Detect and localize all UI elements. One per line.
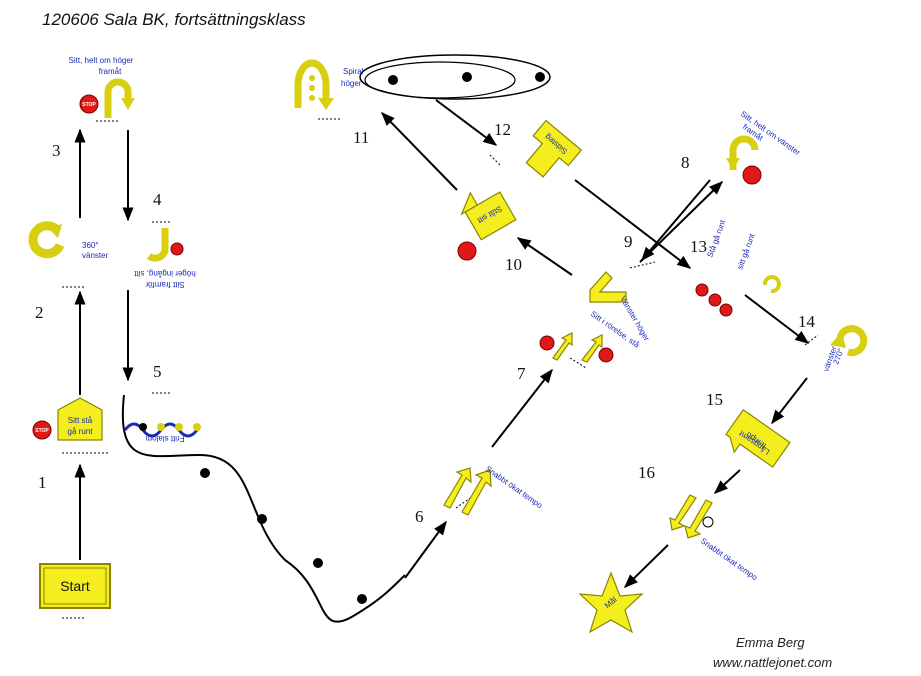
route-arrows — [74, 99, 810, 623]
website-url: www.nattlejonet.com — [713, 655, 832, 670]
station-3-sign: Sitt, helt om höger framåt STOP — [69, 56, 135, 118]
svg-text:Spiral: Spiral — [343, 67, 364, 76]
route-arrow — [381, 111, 458, 191]
stop-icon — [170, 242, 184, 256]
svg-text:360°: 360° — [82, 241, 99, 250]
stop-icon: STOP — [79, 94, 99, 114]
station-8-sign: Sitt, helt om vänster framåt — [726, 109, 802, 185]
route-arrow — [771, 377, 808, 425]
station-1-sign: Sitt stå gå runt STOP — [32, 397, 103, 441]
svg-text:Snabbt ökat tempo: Snabbt ökat tempo — [699, 536, 760, 582]
stop-icon — [708, 293, 722, 307]
course-title: 120606 Sala BK, fortsättningsklass — [42, 10, 306, 29]
station-number: 9 — [624, 232, 633, 251]
cone — [357, 594, 367, 604]
route-arrow — [744, 294, 810, 344]
station-number: 15 — [706, 390, 723, 409]
svg-text:vänster: vänster — [82, 251, 109, 260]
svg-text:höger ingång, sitt: höger ingång, sitt — [134, 269, 196, 278]
rotate-icon — [836, 325, 868, 357]
stop-icon — [457, 241, 477, 261]
stop-icon: STOP — [32, 420, 52, 440]
spiral-cones — [359, 54, 551, 100]
station-number: 7 — [517, 364, 526, 383]
route-arrow — [713, 469, 741, 494]
station-number: 10 — [505, 255, 522, 274]
station-15-sign: Långsamt tempo — [725, 408, 791, 468]
stop-icon — [719, 303, 733, 317]
slalom-path — [121, 394, 406, 623]
u-turn-icon — [146, 228, 169, 262]
u-turn-icon — [104, 78, 132, 118]
svg-text:Sitt stå: Sitt stå — [68, 416, 93, 425]
svg-text:gå runt: gå runt — [68, 427, 94, 436]
svg-text:Fritt slalom: Fritt slalom — [145, 434, 184, 443]
station-16-sign: Snabbt ökat tempo — [669, 494, 760, 582]
route-arrow — [404, 520, 447, 579]
start-sign: Start — [39, 563, 111, 609]
station-13-sign: Stå gå runt sitt gå runt — [695, 218, 781, 317]
start-label: Start — [60, 578, 90, 594]
station-number: 4 — [153, 190, 162, 209]
station-11-sign: Spiral höger — [294, 59, 364, 110]
station-4-sign: Sitt framför höger ingång, sitt — [134, 228, 196, 289]
station-number: 5 — [153, 362, 162, 381]
station-number: 6 — [415, 507, 424, 526]
svg-text:sitt gå runt: sitt gå runt — [735, 232, 756, 271]
svg-text:Snabbt ökat tempo: Snabbt ökat tempo — [484, 464, 545, 510]
cone — [257, 514, 267, 524]
svg-text:höger: höger — [341, 79, 362, 88]
station-number: 3 — [52, 141, 61, 160]
svg-text:STOP: STOP — [82, 102, 96, 108]
stop-icon — [695, 283, 709, 297]
cone — [200, 468, 210, 478]
station-number: 2 — [35, 303, 44, 322]
finish-sign: Mål — [578, 571, 644, 634]
stop-icon — [742, 165, 762, 185]
station-numbers: 1 2 3 4 5 6 7 8 9 10 11 12 13 14 15 16 — [35, 120, 816, 526]
route-arrow — [623, 544, 669, 588]
station-number: 1 — [38, 473, 47, 492]
cone — [313, 558, 323, 568]
route-arrow — [574, 179, 692, 269]
station-2-sign: 360° vänster — [28, 221, 109, 260]
svg-text:STOP: STOP — [35, 428, 49, 434]
route-arrow — [435, 99, 498, 146]
svg-text:Sitt framför: Sitt framför — [145, 280, 184, 289]
station-number: 11 — [353, 128, 369, 147]
station-number: 16 — [638, 463, 655, 482]
route-arrow — [516, 237, 573, 276]
rotate-icon — [28, 221, 65, 259]
station-12-sign: Sidsteg — [525, 119, 583, 178]
station-6-sign: Snabbt ökat tempo — [443, 464, 545, 516]
position-marks — [62, 118, 819, 619]
slalom-cones — [200, 468, 367, 604]
station-number: 13 — [690, 237, 707, 256]
u-turn-icon — [729, 135, 759, 170]
station-10-sign: Ståt sitt — [457, 191, 517, 261]
station-5-sign: Fritt slalom — [123, 422, 201, 443]
stop-icon — [598, 347, 614, 363]
station-7-sign: Sitt i rörelse, stå — [539, 309, 641, 363]
svg-text:Sitt, helt om höger: Sitt, helt om höger — [69, 56, 134, 65]
route-arrow — [641, 179, 711, 262]
stop-icon — [539, 335, 555, 351]
svg-text:framåt: framåt — [99, 67, 122, 76]
author-name: Emma Berg — [736, 635, 805, 650]
station-14-sign: 270° vänster — [821, 325, 868, 373]
route-arrow — [491, 368, 553, 448]
svg-text:Stå gå runt: Stå gå runt — [705, 218, 727, 259]
station-number: 14 — [798, 312, 816, 331]
station-number: 8 — [681, 153, 690, 172]
station-number: 12 — [494, 120, 511, 139]
